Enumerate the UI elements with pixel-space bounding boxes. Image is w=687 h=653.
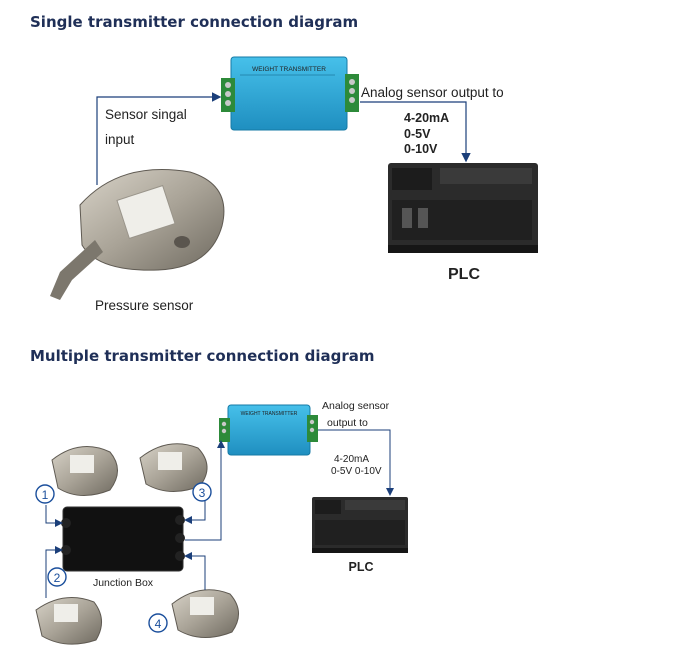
junction-box-label: Junction Box: [93, 577, 154, 589]
junction-to-transmitter-arrow: [185, 440, 225, 541]
load-cell-1: [51, 446, 118, 496]
signal-0-5v: 0-5V: [404, 127, 431, 141]
section2-heading: Multiple transmitter connection diagram: [30, 347, 375, 365]
load-cell-2: [35, 597, 102, 645]
section1-heading: Single transmitter connection diagram: [30, 13, 359, 31]
svg-text:1: 1: [42, 488, 49, 502]
cell3-arrow: [184, 493, 206, 524]
cell1-arrow: [45, 505, 63, 527]
load-cell-4: [171, 589, 239, 638]
plc-label: PLC: [448, 266, 480, 283]
signal-4-20ma-2: 4-20mA: [334, 454, 369, 465]
analog-output-label-2-line2: output to: [327, 417, 368, 429]
number-badge-2: 2: [47, 567, 67, 587]
transmitter-to-plc-arrow-2: [318, 429, 394, 496]
svg-text:3: 3: [199, 486, 206, 500]
plc-device-1: [388, 163, 538, 253]
weight-transmitter-2: WEIGHT TRANSMITTER: [219, 404, 318, 456]
load-cell-3: [139, 443, 208, 492]
transmitter-to-plc-arrow: [360, 101, 471, 163]
signal-4-20ma: 4-20mA: [404, 111, 449, 125]
number-badge-4: 4: [148, 613, 168, 633]
plc-device-2: [312, 497, 408, 553]
svg-text:2: 2: [54, 571, 61, 585]
weight-transmitter-1: WEIGHT TRANSMITTER: [221, 56, 359, 131]
transmitter-label: WEIGHT TRANSMITTER: [252, 66, 326, 73]
cell2-arrow: [45, 546, 63, 598]
cell4-arrow: [184, 552, 206, 590]
pressure-sensor-image: [50, 169, 225, 300]
signal-voltage-2: 0-5V 0-10V: [331, 466, 382, 477]
plc-label-2: PLC: [349, 560, 374, 574]
number-badge-1: 1: [35, 484, 55, 504]
pressure-sensor-label: Pressure sensor: [95, 298, 194, 313]
junction-box: [61, 506, 185, 572]
analog-output-label-2-line1: Analog sensor: [322, 400, 390, 412]
transmitter-label-2: WEIGHT TRANSMITTER: [241, 411, 298, 417]
svg-text:4: 4: [155, 617, 162, 631]
sensor-input-label-line2: input: [105, 132, 135, 147]
sensor-to-transmitter-arrow: [96, 92, 222, 185]
analog-output-label: Analog sensor output to: [361, 85, 504, 100]
sensor-input-label-line1: Sensor singal: [105, 107, 187, 122]
number-badge-3: 3: [192, 482, 212, 502]
signal-0-10v: 0-10V: [404, 142, 438, 156]
